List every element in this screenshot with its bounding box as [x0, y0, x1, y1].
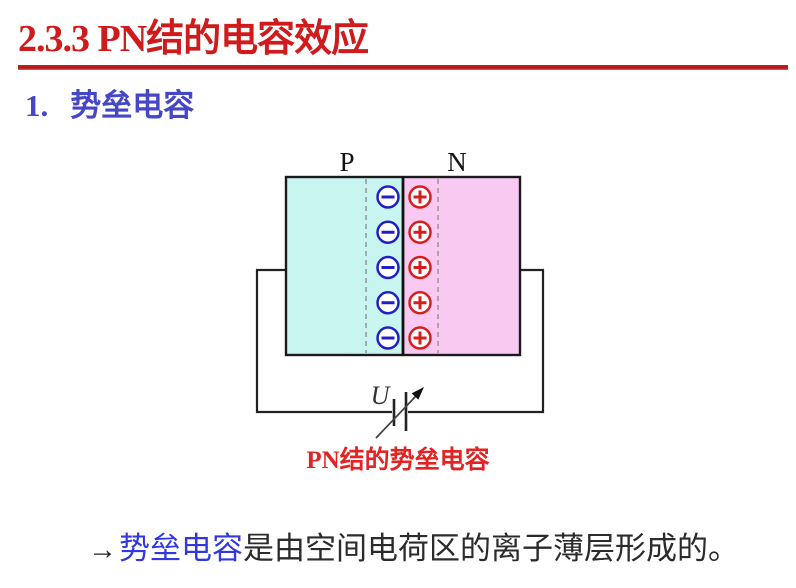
right-wire	[408, 268, 545, 414]
positive-ion-icon	[408, 220, 432, 244]
voltage-source-symbol	[375, 387, 424, 439]
section-label: 势垒电容	[70, 88, 195, 123]
p-region-label: P	[339, 147, 354, 177]
positive-ion-icon	[408, 291, 432, 315]
ion-columns	[376, 185, 432, 350]
negative-ion-icon	[376, 291, 400, 315]
section-number: 1.	[25, 88, 49, 123]
voltage-label: U	[371, 381, 392, 410]
section-heading: 1. 势垒电容	[25, 80, 194, 125]
body-highlight-term: 势垒电容	[119, 531, 243, 566]
variable-arrow-icon	[375, 387, 424, 439]
positive-ion-icon	[408, 326, 432, 350]
left-wire	[255, 268, 392, 414]
negative-ion-icon	[376, 185, 400, 209]
positive-ion-icon	[408, 255, 432, 280]
negative-ion-icon	[376, 326, 400, 350]
arrow-icon: →	[88, 534, 117, 566]
page-title: 2.3.3 PN结的电容效应	[18, 18, 369, 60]
positive-ion-icon	[408, 185, 432, 209]
body-text: →势垒电容是由空间电荷区的离子薄层形成的。	[88, 523, 739, 568]
negative-ion-icon	[376, 220, 400, 244]
negative-ion-icon	[376, 255, 400, 280]
body-rest-text: 是由空间电荷区的离子薄层形成的。	[243, 531, 739, 566]
title-underline	[18, 65, 788, 70]
diagram-caption: PN结的势垒电容	[306, 447, 490, 474]
n-region-label: N	[447, 147, 467, 177]
